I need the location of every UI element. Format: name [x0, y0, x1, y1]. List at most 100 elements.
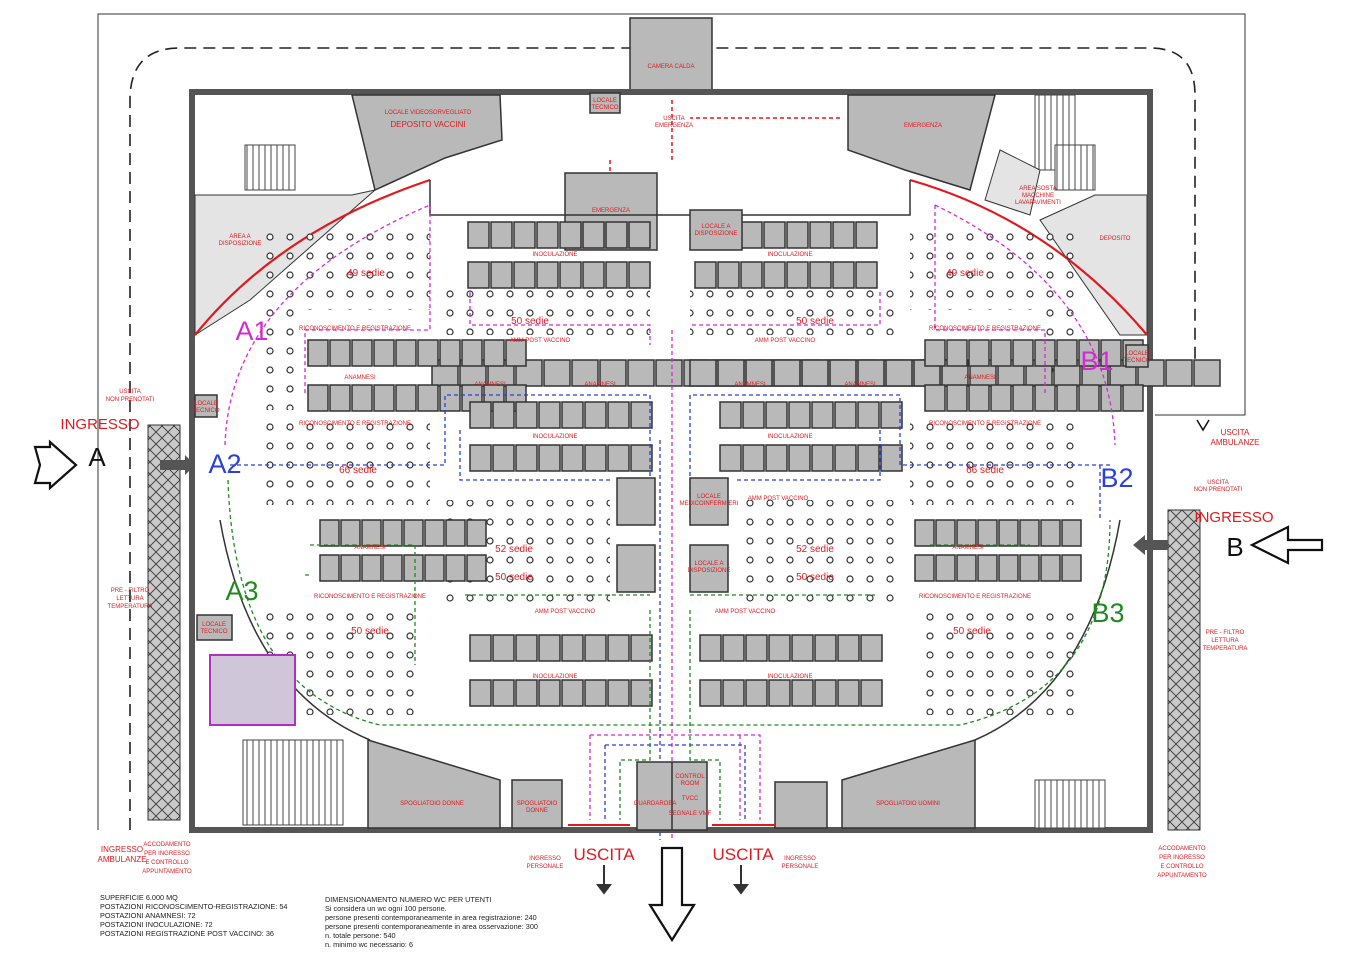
label-prefiltro: LETTURA [1211, 638, 1238, 644]
area-labels: INOCULAZIONE INOCULAZIONE INOCULAZIONE I… [299, 252, 1041, 680]
staircase [244, 144, 296, 191]
booth [445, 554, 466, 582]
room-service [616, 477, 656, 526]
booth [607, 401, 630, 429]
booth [628, 261, 651, 289]
booth [977, 554, 998, 582]
flow-route-a2 [230, 394, 1110, 840]
booth [745, 679, 768, 707]
label-control-room: ROOM [681, 781, 700, 787]
label-entrance-a: A [88, 442, 106, 472]
booth [837, 634, 860, 662]
zone-b2: B2 [1100, 463, 1133, 493]
label-anamnesi: ANAMNESI [964, 375, 996, 381]
seat-count: 66 sedie [966, 465, 1004, 476]
booth [763, 221, 786, 249]
note-line: DIMENSIONAMENTO NUMERO WC PER UTENTI [325, 895, 491, 904]
room-locale-tecnico-left [194, 394, 218, 418]
note-line: POSTAZIONI INOCULAZIONE: 72 [100, 920, 213, 929]
booth [373, 384, 395, 412]
label-accodamento: ACCODAMENTO [1158, 846, 1206, 852]
booth [561, 401, 584, 429]
booth [914, 519, 935, 547]
booth [742, 401, 765, 429]
booth [307, 384, 329, 412]
label-camera-calda: CAMERA CALDA [647, 64, 694, 70]
booth [857, 359, 885, 387]
label-locale-tecnico: LOCALE [194, 401, 218, 407]
booth [924, 339, 946, 367]
booth [655, 359, 683, 387]
booth [1040, 554, 1061, 582]
booth [584, 634, 607, 662]
label-deposito-vaccini: DEPOSITO VACCINI [390, 120, 465, 129]
label-riconoscimento: RICONOSCIMENTO E REGISTRAZIONE [929, 326, 1041, 332]
booth [483, 339, 505, 367]
staircase [242, 739, 344, 826]
booth [998, 519, 1019, 547]
booth [791, 679, 814, 707]
seating-area [265, 420, 430, 505]
label-anamnesi: ANAMNESI [344, 375, 376, 381]
booth [536, 221, 559, 249]
booth [1122, 384, 1144, 412]
label-area-sosta: MACCHINE [1022, 193, 1054, 199]
booth [719, 401, 742, 429]
booth [1012, 339, 1034, 367]
booth [492, 444, 515, 472]
label-spogliatoio-uomini: SPOGLIATOIO UOMINI [876, 801, 940, 807]
booth [855, 221, 878, 249]
label-locale-mediconprimo: MEDICOINFERMIERI [680, 501, 739, 507]
booth [1100, 384, 1122, 412]
zone-b3: B3 [1091, 598, 1124, 628]
label-anamnesi: ANAMNESI [734, 382, 766, 388]
booth [515, 679, 538, 707]
seating-area [265, 225, 430, 310]
booth [630, 444, 653, 472]
booth [1056, 339, 1078, 367]
label-ingresso-ambulanze: INGRESSO [101, 845, 143, 854]
label-area-disposizione: AREA A [229, 234, 250, 240]
booth [467, 261, 490, 289]
booth [403, 554, 424, 582]
label-prefiltro: LETTURA [116, 596, 143, 602]
booth [773, 359, 801, 387]
seating-area [910, 225, 1075, 310]
label-control-room: CONTROL [675, 774, 705, 780]
booth [395, 384, 417, 412]
seating-area [735, 500, 905, 610]
booth [1034, 384, 1056, 412]
label-post-vaccino: AMM POST VACCINO [748, 496, 809, 502]
booth [1100, 339, 1122, 367]
booth [689, 359, 717, 387]
label-inoculazione: INOCULAZIONE [767, 252, 812, 258]
label-uscita-right: USCITA [712, 845, 774, 864]
booth [329, 339, 351, 367]
booth [515, 634, 538, 662]
label-control-room: TVCC [682, 796, 699, 802]
booth [740, 261, 763, 289]
booth [605, 261, 628, 289]
booth [791, 634, 814, 662]
flow-route-a3 [227, 479, 1111, 820]
label-ingresso-personale: INGRESSO [529, 856, 561, 862]
label-inoculazione: INOCULAZIONE [532, 252, 577, 258]
label-prefiltro: PRE - FILTRO [1206, 630, 1245, 636]
seat-count: 49 sedie [946, 268, 984, 279]
booth [834, 444, 857, 472]
booth [319, 554, 340, 582]
booth [571, 359, 599, 387]
label-inoculazione: INOCULAZIONE [532, 674, 577, 680]
booth [914, 554, 935, 582]
booth [699, 634, 722, 662]
booth [492, 679, 515, 707]
booth [946, 339, 968, 367]
booth [935, 519, 956, 547]
booth [977, 519, 998, 547]
note-line: POSTAZIONI RICONOSCIMENTO-REGISTRAZIONE:… [100, 902, 287, 911]
label-riconoscimento: RICONOSCIMENTO E REGISTRAZIONE [299, 421, 411, 427]
label-locale-tecnico: LOCALE [1125, 351, 1149, 357]
label-spogliatoio: SPOGLIATOIO [517, 801, 558, 807]
label-area-disposizione: DISPOSIZIONE [219, 241, 262, 247]
